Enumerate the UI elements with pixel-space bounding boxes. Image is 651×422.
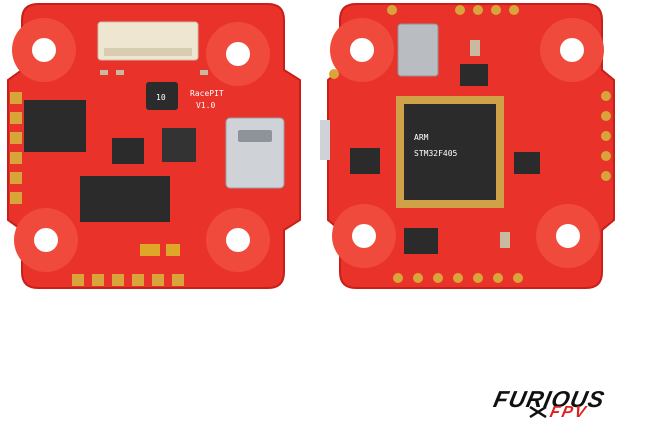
bottom-solder-pads xyxy=(72,274,184,286)
gyro-chip xyxy=(162,128,196,162)
logo-line-furious: FURIOUS xyxy=(491,386,608,412)
right-top-solder-pads xyxy=(387,5,519,15)
mounting-hole-top-right-right-board xyxy=(540,18,604,82)
mcu-brand: ARM xyxy=(414,133,429,142)
mounting-hole-bottom-right-right-board xyxy=(536,204,600,268)
right-bottom-solder-pads xyxy=(393,273,523,283)
right-small-chip-1 xyxy=(460,64,488,86)
inductor-marking: 10 xyxy=(156,93,166,102)
left-flight-controller-board: 10 RacePIT V1.0 xyxy=(7,3,301,289)
right-flight-controller-board: ARM STM32F405 xyxy=(320,3,615,289)
regulator-chip xyxy=(80,176,170,222)
mounting-hole-top-right xyxy=(206,22,270,86)
left-side-solder-pads xyxy=(10,92,22,204)
logo-x-mark xyxy=(529,406,547,418)
power-inductor xyxy=(397,23,439,77)
right-side-solder-pads xyxy=(329,69,611,181)
mounting-hole-top-left xyxy=(12,18,76,82)
small-chip xyxy=(112,138,144,164)
mcu-marking: STM32F405 xyxy=(414,149,458,158)
logo-line-fpv: FPV xyxy=(548,404,590,421)
board-name-silkscreen: RacePIT xyxy=(190,89,224,98)
mounting-hole-bottom-left xyxy=(14,208,78,272)
mounting-hole-top-left-right-board xyxy=(330,18,394,82)
osd-chip xyxy=(24,100,86,152)
right-small-chip-3 xyxy=(404,228,438,254)
stm32-mcu: ARM STM32F405 xyxy=(396,96,504,208)
inductor xyxy=(146,82,178,110)
right-small-chip-2 xyxy=(514,152,540,174)
right-small-chip-4 xyxy=(350,148,380,174)
mounting-hole-bottom-right xyxy=(206,208,270,272)
mounting-hole-bottom-left-right-board xyxy=(332,204,396,268)
board-version-silkscreen: V1.0 xyxy=(196,101,215,110)
micro-usb-port xyxy=(225,117,285,189)
furious-fpv-logo: FURIOUS FPV xyxy=(488,386,648,421)
